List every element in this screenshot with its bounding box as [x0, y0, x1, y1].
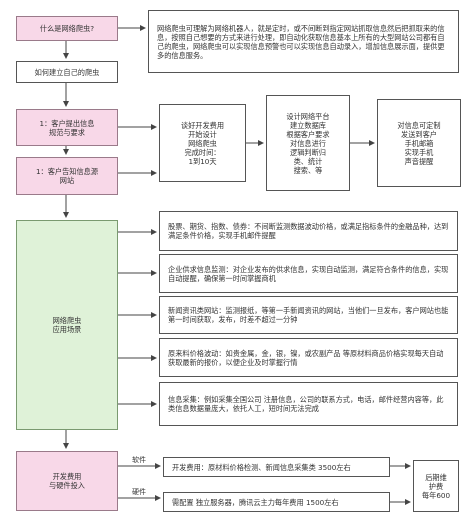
application-scenarios-box: 网络爬虫 应用场景 [16, 220, 118, 430]
client-requirements-label: 1：客户提出信息 规范与要求 [39, 118, 95, 137]
how-build-crawler-box: 如何建立自己的爬虫 [16, 61, 118, 83]
hardware-cost-box: 需配置 独立服务器，腾讯云主力每年费用 1500左右 [163, 492, 390, 512]
scenario-supply-demand-text: 企业供求信息监测：对企业发布的供求信息，实现自动监测，满足符合条件的信息，实现自… [168, 264, 449, 283]
scenario-info-collection-text: 信息采集：例如采集全国公司 注册信息，公司的联系方式，电话，邮件经营内容等，此类… [168, 395, 444, 413]
cost-investment-label: 开发费用 与硬件投入 [49, 472, 85, 490]
scenario-stocks-box: 股票、期货、指数、债券：不间断监测数据波动价格，或满足指标条件的金融品种，达到满… [159, 211, 458, 251]
scenario-info-collection-box: 信息采集：例如采集全国公司 注册信息，公司的联系方式，电话，邮件经营内容等，此类… [159, 382, 458, 426]
how-build-crawler-label: 如何建立自己的爬虫 [34, 67, 100, 77]
process-step-notify-box: 对信息可定制 发送到客户 手机邮箱 实现手机 声音提醒 [377, 99, 461, 187]
maintenance-fee-box: 后期维 护费 每年600 [413, 460, 459, 512]
process-step-platform-text: 设计网络平台 建立数据库 根据客户要求 对信息进行 逻辑判断归 类、统计 搜索、… [286, 111, 330, 175]
software-cost-text: 开发费用：原材料价格检测、新闻信息采集类 3500左右 [172, 462, 351, 472]
scenario-news-text: 新闻资讯类网站：监测报纸，等第一手新闻资讯的网站，当他们一旦发布，客户网站也能第… [168, 306, 449, 324]
process-step-dev-box: 谈好开发费用 开始设计 网络爬虫 完成时间： 1到10天 [159, 104, 246, 182]
scenario-raw-material-text: 原来料价格波动：如贵金属，金，银，镍，或农副产品 等原材料商品价格实现每天自动获… [168, 348, 444, 367]
client-source-site-box: 1：客户告知信息源 网站 [16, 157, 118, 195]
scenario-raw-material-box: 原来料价格波动：如贵金属，金，银，镍，或农副产品 等原材料商品价格实现每天自动获… [159, 338, 458, 377]
client-source-site-label: 1：客户告知信息源 网站 [35, 167, 99, 185]
hardware-cost-text: 需配置 独立服务器，腾讯云主力每年费用 1500左右 [172, 497, 339, 507]
hardware-tag: 硬件 [132, 488, 146, 496]
software-cost-box: 开发费用：原材料价格检测、新闻信息采集类 3500左右 [163, 457, 390, 477]
scenario-news-box: 新闻资讯类网站：监测报纸，等第一手新闻资讯的网站，当他们一旦发布，客户网站也能第… [159, 296, 458, 334]
scenario-stocks-text: 股票、期货、指数、债券：不间断监测数据波动价格，或满足指标条件的金融品种，达到满… [168, 222, 449, 240]
definition-text: 网络爬虫可理解为网络机器人，就是定时，或不间断到指定网站抓取信息然后把抓取来的信… [157, 23, 445, 60]
cost-investment-box: 开发费用 与硬件投入 [16, 451, 118, 511]
software-tag: 软件 [132, 456, 146, 464]
what-is-crawler-box: 什么是网络爬虫? [16, 16, 118, 41]
process-step-notify-text: 对信息可定制 发送到客户 手机邮箱 实现手机 声音提醒 [397, 120, 441, 166]
client-requirements-box: 1：客户提出信息 规范与要求 [16, 109, 118, 146]
process-step-dev-text: 谈好开发费用 开始设计 网络爬虫 完成时间： 1到10天 [180, 120, 225, 166]
application-scenarios-label: 网络爬虫 应用场景 [52, 316, 82, 334]
maintenance-fee-text: 后期维 护费 每年600 [421, 472, 451, 500]
what-is-crawler-label: 什么是网络爬虫? [39, 24, 95, 33]
definition-box: 网络爬虫可理解为网络机器人，就是定时，或不间断到指定网站抓取信息然后把抓取来的信… [148, 10, 459, 73]
scenario-supply-demand-box: 企业供求信息监测：对企业发布的供求信息，实现自动监测，满足符合条件的信息，实现自… [159, 254, 458, 293]
process-step-platform-box: 设计网络平台 建立数据库 根据客户要求 对信息进行 逻辑判断归 类、统计 搜索、… [266, 95, 350, 191]
